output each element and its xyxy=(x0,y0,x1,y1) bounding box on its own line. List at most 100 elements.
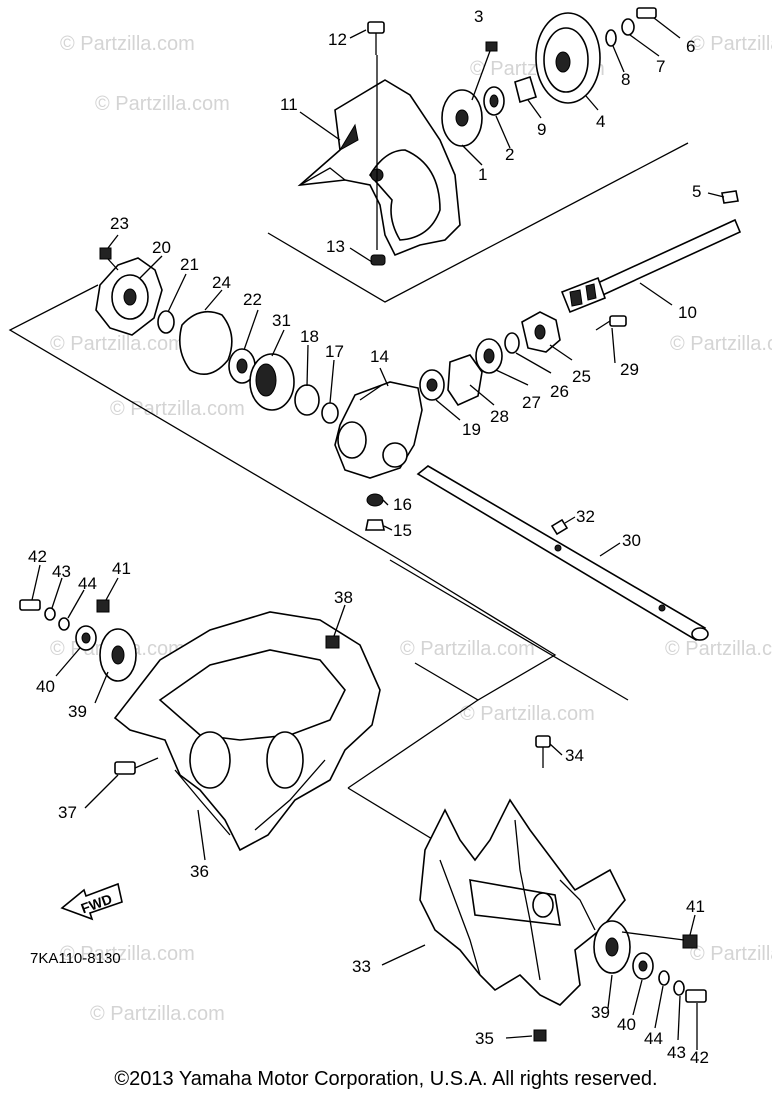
auger-33 xyxy=(419,798,626,1006)
callout-21: 21 xyxy=(180,255,199,274)
callout-42-left: 42 xyxy=(28,547,47,566)
bolt-23 xyxy=(99,247,119,271)
bolt-6 xyxy=(636,7,657,19)
bolt-34 xyxy=(535,735,551,768)
callout-20: 20 xyxy=(152,238,171,257)
callout-25: 25 xyxy=(572,367,591,386)
plug-15 xyxy=(365,519,385,531)
washer-44-left xyxy=(58,617,70,631)
bearing-18 xyxy=(294,384,320,416)
callout-29: 29 xyxy=(620,360,639,379)
callout-9: 9 xyxy=(537,120,546,139)
watermark: © Partzilla.com xyxy=(90,1003,225,1025)
callout-2: 2 xyxy=(505,145,514,164)
callout-8: 8 xyxy=(621,70,630,89)
bearing-housing-1 xyxy=(441,89,483,147)
bearing-19 xyxy=(419,369,445,401)
callout-32: 32 xyxy=(576,507,595,526)
watermark: © Partzilla.com xyxy=(690,33,772,55)
fwd-arrow-icon: FWD xyxy=(60,882,123,921)
housing-36 xyxy=(113,611,381,852)
oil-seal-17 xyxy=(321,402,339,424)
watermark: © Partzilla.com xyxy=(460,703,595,725)
callout-1: 1 xyxy=(478,165,487,184)
bolt-37 xyxy=(114,757,159,775)
nut-41-right xyxy=(682,934,698,949)
watermark: © Partzilla.com xyxy=(60,33,195,55)
plug-16 xyxy=(366,493,384,507)
bolt-42-left xyxy=(19,599,41,611)
callout-39-right: 39 xyxy=(591,1003,610,1022)
watermark: © Partzilla.com xyxy=(50,333,185,355)
gasket-28 xyxy=(447,354,483,407)
callout-10: 10 xyxy=(678,303,697,322)
bearing-housing-39-right xyxy=(593,920,631,974)
callout-7: 7 xyxy=(656,57,665,76)
leader-lines xyxy=(31,17,725,1050)
bolt-12 xyxy=(367,21,385,55)
callout-38: 38 xyxy=(334,588,353,607)
watermark: © Partzilla.com xyxy=(95,93,230,115)
bearing-cover-25 xyxy=(521,311,561,353)
pin-32 xyxy=(550,518,569,536)
callout-5: 5 xyxy=(692,182,701,201)
oil-seal-26 xyxy=(504,332,520,354)
copyright-notice: ©2013 Yamaha Motor Corporation, U.S.A. A… xyxy=(114,1068,658,1090)
callout-26: 26 xyxy=(550,382,569,401)
pulley-4 xyxy=(535,12,601,104)
callout-16: 16 xyxy=(393,495,412,514)
callout-6: 6 xyxy=(686,37,695,56)
callout-40-left: 40 xyxy=(36,677,55,696)
callout-18: 18 xyxy=(300,327,319,346)
bearing-cover-20 xyxy=(95,257,163,336)
callout-17: 17 xyxy=(325,342,344,361)
gear-31 xyxy=(249,353,295,411)
gasket-24 xyxy=(179,310,233,376)
callout-11: 11 xyxy=(280,95,298,114)
callout-43-left: 43 xyxy=(52,562,71,581)
bolt-42-right xyxy=(685,989,707,1003)
nut-35 xyxy=(533,1029,547,1042)
shaft-10 xyxy=(560,218,742,314)
callout-27: 27 xyxy=(522,393,541,412)
callout-14: 14 xyxy=(370,347,389,366)
impeller-shaft-30 xyxy=(416,465,709,642)
watermark: © Partzilla.com xyxy=(60,943,195,965)
bolt-3 xyxy=(471,41,498,101)
watermark: © Partzilla.com xyxy=(670,333,772,355)
watermark: © Partzilla.com xyxy=(690,943,772,965)
callout-40-right: 40 xyxy=(617,1015,636,1034)
callout-34: 34 xyxy=(565,746,584,765)
nut-41-left xyxy=(96,599,110,613)
drawing-code: 7KA110-8130 xyxy=(30,950,121,967)
callout-31: 31 xyxy=(272,311,291,330)
nut-13 xyxy=(370,254,386,266)
callout-23: 23 xyxy=(110,214,129,233)
bearing-2 xyxy=(483,86,505,116)
callout-4: 4 xyxy=(596,112,605,131)
washer-43-left xyxy=(44,607,56,621)
callout-41-left: 41 xyxy=(112,559,131,578)
collar-9 xyxy=(514,75,537,104)
bolt-29 xyxy=(595,315,627,331)
housing-cover-11 xyxy=(297,79,461,257)
watermark: © Partzilla.com xyxy=(400,638,535,660)
watermark: © Partzilla.com xyxy=(110,398,245,420)
callout-42-right: 42 xyxy=(690,1048,709,1067)
callout-labels: 3 12 11 1 2 9 4 8 7 6 13 5 10 23 20 21 2… xyxy=(28,7,709,1067)
callout-39-left: 39 xyxy=(68,702,87,721)
callout-44-right: 44 xyxy=(644,1029,663,1048)
watermark: © Partzilla.com xyxy=(665,638,772,660)
group-outlines xyxy=(8,142,689,869)
oil-seal-21 xyxy=(157,310,175,334)
callout-3: 3 xyxy=(474,7,483,26)
callout-44-left: 44 xyxy=(78,574,97,593)
callout-37: 37 xyxy=(58,803,77,822)
washer-44-right xyxy=(658,970,670,986)
bearing-40-right xyxy=(632,952,654,980)
callout-35: 35 xyxy=(475,1029,494,1048)
callout-41-right: 41 xyxy=(686,897,705,916)
callout-30: 30 xyxy=(622,531,641,550)
bearing-40-left xyxy=(75,625,97,651)
